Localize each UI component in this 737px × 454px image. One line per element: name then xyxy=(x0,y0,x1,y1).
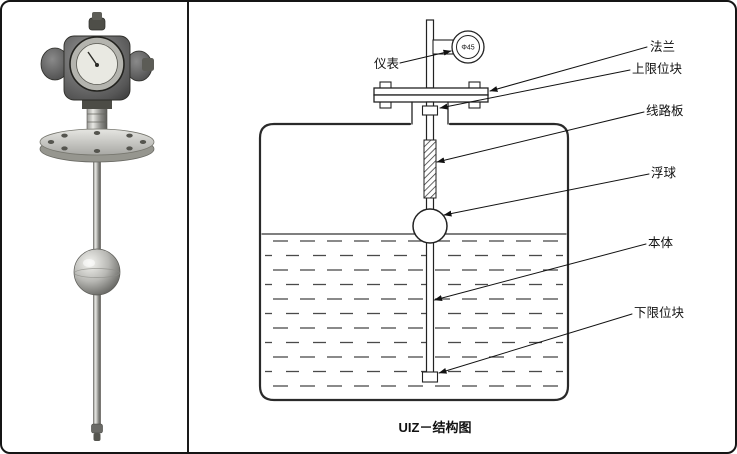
photo-gauge-needle xyxy=(87,51,98,66)
flange-assembly xyxy=(373,81,489,109)
gauge-dial-text: Φ45 xyxy=(461,45,474,52)
photo-transmitter-head xyxy=(40,12,154,109)
label-body: 本体 xyxy=(648,236,674,250)
lower-limit-block-shape xyxy=(421,371,439,383)
label-instrument: 仪表 xyxy=(374,57,400,71)
structure-diagram: Φ45 xyxy=(258,19,685,435)
leader-lower-limit xyxy=(438,313,633,374)
photo-flange xyxy=(39,128,155,163)
photo-conduit xyxy=(142,58,154,71)
upper-limit-block-shape xyxy=(421,105,439,116)
leader-instrument xyxy=(399,49,452,64)
leader-float-ball xyxy=(443,173,650,217)
flange-plate-lower xyxy=(373,94,489,103)
float-ball-shape xyxy=(412,208,448,244)
label-upper-limit-block: 上限位块 xyxy=(632,61,683,76)
label-float-ball: 浮球 xyxy=(651,166,677,180)
liquid-fill xyxy=(265,240,563,396)
product-photo xyxy=(39,12,155,441)
label-lower-limit-block: 下限位块 xyxy=(634,305,685,320)
gauge-head: Φ45 xyxy=(432,30,485,64)
leader-upper-limit xyxy=(439,69,631,110)
photo-stem-end xyxy=(93,433,101,441)
label-circuit-board: 线路板 xyxy=(646,103,684,118)
diagram-caption: UIZ－结构图 xyxy=(399,420,472,435)
callout-leaders xyxy=(399,46,650,374)
label-flange: 法兰 xyxy=(650,40,675,54)
leader-body xyxy=(434,243,647,301)
callout-labels: 仪表 法兰 上限位块 线路板 浮球 本体 下限位块 xyxy=(374,40,685,320)
photo-float-ball xyxy=(73,248,121,296)
leader-circuit-board xyxy=(436,111,645,164)
leader-flange xyxy=(489,46,648,92)
flange-plate-upper xyxy=(373,87,489,96)
circuit-board-shape xyxy=(423,139,437,199)
photo-stem-tip xyxy=(91,423,103,434)
